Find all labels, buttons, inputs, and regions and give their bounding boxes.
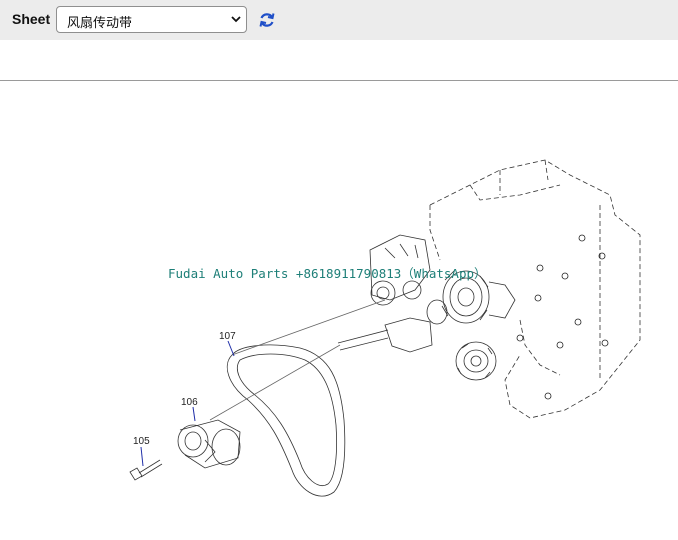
callout-106: 106	[181, 397, 198, 408]
tensioner	[177, 419, 241, 469]
parts-diagram: 107 106 105	[129, 159, 641, 497]
bracket	[337, 299, 448, 353]
alternator	[441, 269, 516, 324]
bolt	[129, 459, 163, 481]
fan-belt	[226, 344, 346, 497]
sheet-label: Sheet	[12, 11, 51, 27]
housing-upper	[369, 234, 431, 306]
sheet-select[interactable]: 风扇传动带	[56, 6, 247, 33]
callout-105: 105	[133, 436, 150, 447]
callout-107: 107	[219, 331, 236, 342]
toolbar: Sheet 风扇传动带	[0, 0, 678, 40]
sheet-select-value: 风扇传动带	[67, 16, 133, 31]
projection-lines	[209, 299, 386, 421]
engine-block	[429, 159, 641, 419]
watermark-text: Fudai Auto Parts +8618911790813（WhatsApp…	[168, 266, 487, 281]
chevron-down-icon	[231, 16, 241, 23]
crank-pulley	[455, 341, 497, 381]
leader-lines	[140, 340, 235, 467]
sheet-header-area	[0, 40, 678, 81]
refresh-icon[interactable]	[257, 10, 277, 30]
block-bolts	[516, 234, 609, 400]
parts-diagram-area: 107 106 105	[0, 81, 678, 540]
